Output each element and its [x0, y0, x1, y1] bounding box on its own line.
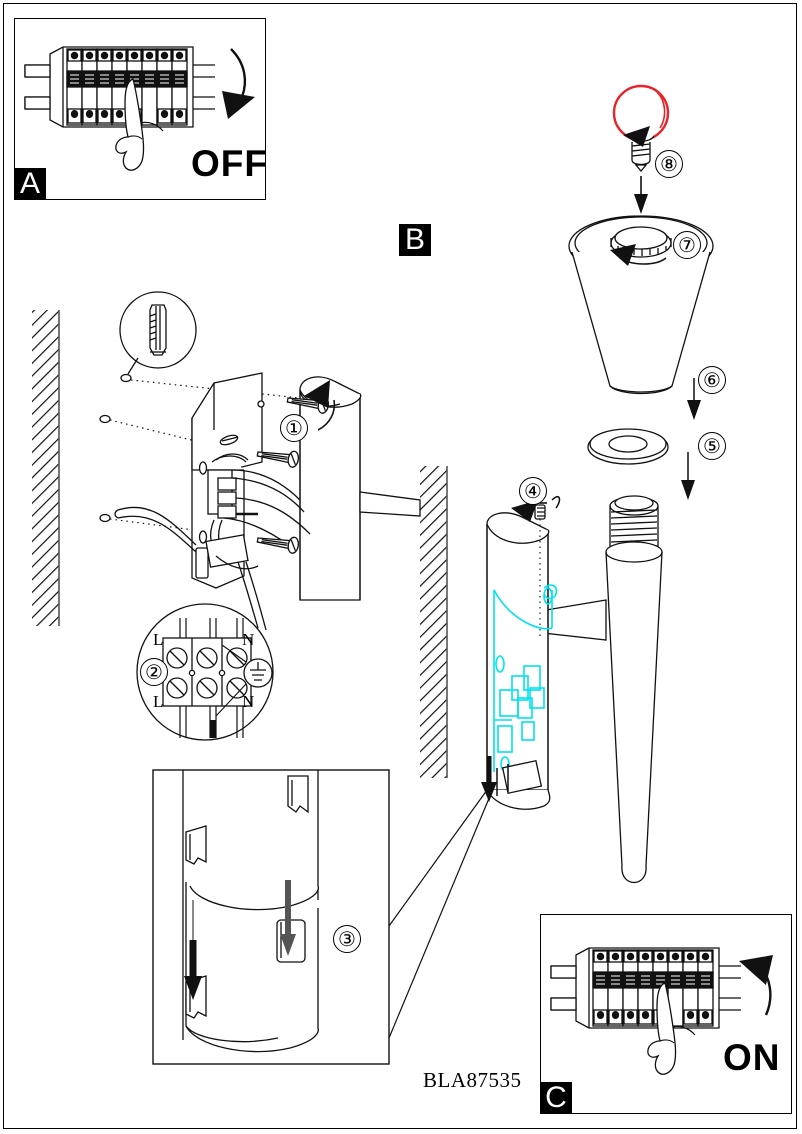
step-number-6: ⑥ — [698, 366, 726, 394]
terminal-label-l-bottom: L — [153, 692, 164, 711]
panel-b-tag: B — [399, 224, 431, 256]
step-number-7: ⑦ — [673, 231, 701, 259]
cover-clip-detail — [182, 770, 319, 1053]
page-border — [3, 3, 797, 1129]
breaker-panel-on-illustration — [550, 947, 773, 1075]
wiring-bundle — [205, 453, 311, 570]
panel-a-tag: A — [14, 168, 46, 200]
bulb — [612, 84, 670, 173]
panel-a-action-label: OFF — [191, 143, 268, 184]
panel-c-tag: C — [540, 1082, 572, 1114]
mounting-bracket — [191, 372, 265, 589]
panel-a: OFF — [14, 18, 268, 200]
lamp-shade-cone — [568, 215, 714, 395]
lamp-outer-shell — [299, 376, 362, 601]
washer-ring — [587, 428, 669, 465]
wall-anchor-detail — [149, 304, 167, 356]
terminal-label-l-top: L — [153, 630, 164, 649]
breaker-panel-off-illustration — [24, 46, 255, 171]
step-number-4: ④ — [519, 477, 547, 505]
inner-mount-plate-highlight — [493, 584, 558, 772]
step-number-1: ① — [280, 414, 308, 442]
step-number-3: ③ — [333, 925, 361, 953]
terminal-block-detail — [136, 561, 274, 741]
panel-c-action-label: ON — [723, 1037, 781, 1078]
panel-c: ON — [540, 914, 792, 1114]
terminal-label-n-bottom: N — [242, 692, 255, 711]
wall-section-right — [420, 466, 448, 778]
product-code: BLA87535 — [423, 1068, 522, 1092]
step-number-5: ⑤ — [698, 432, 726, 460]
step-number-2: ② — [140, 658, 168, 686]
terminal-label-n-top: N — [242, 630, 255, 649]
threaded-tube-rod — [533, 495, 663, 883]
step-number-8: ⑧ — [655, 150, 683, 178]
wall-section-left — [32, 310, 60, 626]
